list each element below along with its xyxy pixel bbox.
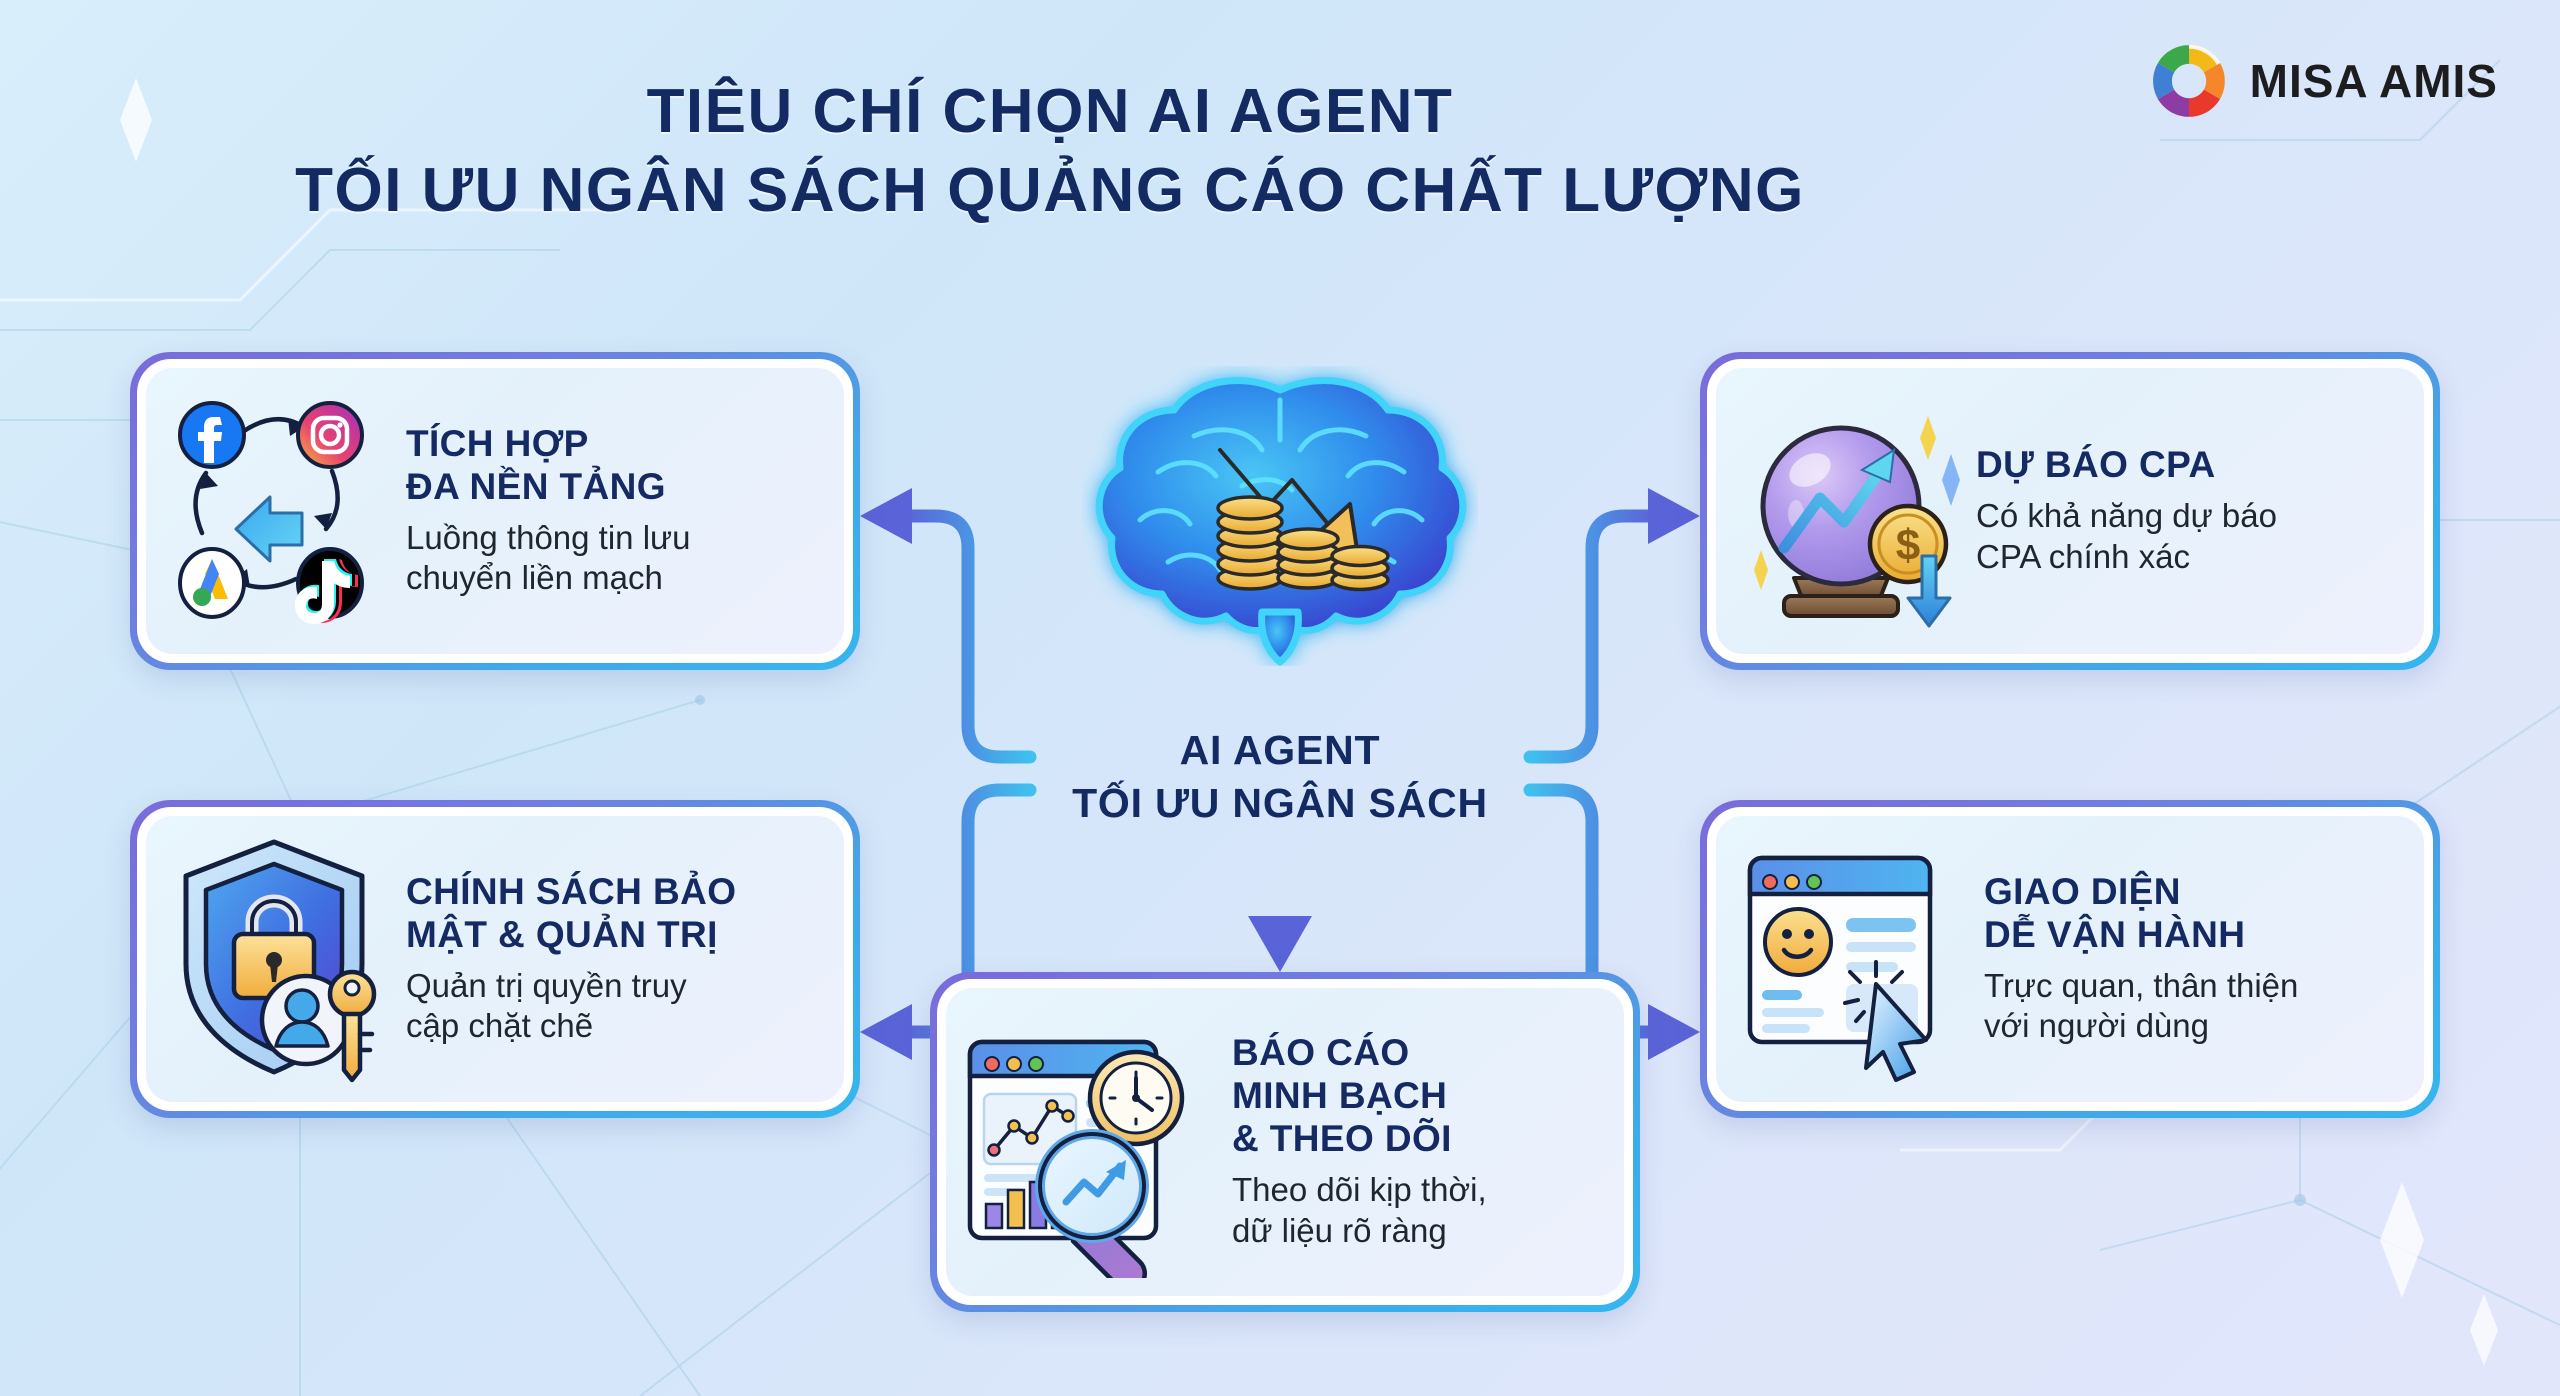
clock-icon <box>1087 1049 1185 1147</box>
card-integration[interactable]: TÍCH HỢP ĐA NỀN TẢNG Luồng thông tin lưu… <box>130 352 860 670</box>
shield-lock-user-key-icon <box>183 839 377 1083</box>
window-control-dots <box>1762 874 1822 890</box>
card-report[interactable]: BÁO CÁO MINH BẠCH & THEO DÕI Theo dõi kị… <box>930 972 1640 1312</box>
tiktok-icon <box>295 547 364 624</box>
center-label-line-2: TỐI ƯU NGÂN SÁCH <box>1072 780 1488 827</box>
window-control-dots <box>984 1056 1044 1072</box>
connector-to-integration <box>860 488 1037 764</box>
crystal-ball-trend-coin-icon: $ <box>1754 416 1960 628</box>
card-inner: TÍCH HỢP ĐA NỀN TẢNG Luồng thông tin lưu… <box>137 359 853 663</box>
card-art <box>166 834 396 1084</box>
card-inner: BÁO CÁO MINH BẠCH & THEO DÕI Theo dõi kị… <box>937 979 1633 1305</box>
crystal-ball-base <box>1782 576 1900 618</box>
down-arrow-icon <box>1906 554 1952 628</box>
center-node-label: AI AGENT TỐI ƯU NGÂN SÁCH <box>1000 724 1560 831</box>
card-title: CHÍNH SÁCH BẢO MẬT & QUẢN TRỊ <box>406 870 737 955</box>
card-interface[interactable]: GIAO DIỆN DỄ VẬN HÀNH Trực quan, thân th… <box>1700 800 2440 1118</box>
card-text: BÁO CÁO MINH BẠCH & THEO DÕI Theo dõi kị… <box>1232 1032 1598 1252</box>
logo-text: MISA AMIS <box>2249 55 2498 107</box>
card-text: CHÍNH SÁCH BẢO MẬT & QUẢN TRỊ Quản trị q… <box>406 871 818 1048</box>
facebook-icon <box>178 401 246 469</box>
card-title: BÁO CÁO MINH BẠCH & THEO DÕI <box>1232 1032 1452 1160</box>
smiley-face-icon <box>1763 907 1833 977</box>
card-desc: Trực quan, thân thiện với người dùng <box>1984 966 2299 1045</box>
center-label-line-1: AI AGENT <box>1179 727 1381 773</box>
card-art <box>166 387 396 635</box>
mouse-cursor-icon <box>1864 982 1928 1082</box>
card-art <box>1736 834 1974 1084</box>
card-art: $ <box>1736 388 1966 634</box>
instagram-icon <box>296 401 364 469</box>
card-face: CHÍNH SÁCH BẢO MẬT & QUẢN TRỊ Quản trị q… <box>146 816 844 1102</box>
content-lines <box>1762 918 1918 1033</box>
google-ads-icon <box>178 547 246 619</box>
card-face: $ DỰ BÁO CPA Có khả năng dự báo CPA chín… <box>1716 368 2424 654</box>
center-brain-node <box>1082 366 1478 671</box>
multi-platform-social-cycle-icon <box>178 401 364 624</box>
card-inner: GIAO DIỆN DỄ VẬN HÀNH Trực quan, thân th… <box>1707 807 2433 1111</box>
title-line-1: TIÊU CHÍ CHỌN AI AGENT <box>646 77 1454 146</box>
dashboard-clock-magnifier-icon <box>967 1039 1185 1278</box>
card-title: TÍCH HỢP ĐA NỀN TẢNG <box>406 422 666 507</box>
connector-to-forecast <box>1523 488 1700 764</box>
card-forecast[interactable]: $ DỰ BÁO CPA Có khả năng dự báo CPA chín… <box>1700 352 2440 670</box>
connector-to-report <box>1248 848 1312 972</box>
card-security[interactable]: CHÍNH SÁCH BẢO MẬT & QUẢN TRỊ Quản trị q… <box>130 800 860 1118</box>
share-arrow-icon <box>234 495 304 563</box>
card-desc: Có khả năng dự báo CPA chính xác <box>1976 497 2277 575</box>
title-line-2: TỐI ƯU NGÂN SÁCH QUẢNG CÁO CHẤT LƯỢNG <box>295 156 1805 226</box>
card-inner: $ DỰ BÁO CPA Có khả năng dự báo CPA chín… <box>1707 359 2433 663</box>
sparkle-icons <box>1754 416 1960 590</box>
card-title: DỰ BÁO CPA <box>1976 444 2216 486</box>
card-desc: Quản trị quyền truy cập chặt chẽ <box>406 966 687 1045</box>
svg-text:$: $ <box>1896 521 1920 570</box>
card-desc: Luồng thông tin lưu chuyển liền mạch <box>406 518 691 597</box>
brand-logo: MISA AMIS <box>2150 42 2498 120</box>
browser-smiley-cursor-icon <box>1747 855 1933 1082</box>
user-avatar-icon <box>259 973 353 1067</box>
card-text: TÍCH HỢP ĐA NỀN TẢNG Luồng thông tin lưu… <box>406 423 818 600</box>
magnifier-icon <box>1035 1129 1149 1278</box>
brain-with-coins-down-arrow-icon <box>1095 377 1467 666</box>
click-burst-icon <box>1843 960 1904 1023</box>
page-title: TIÊU CHÍ CHỌN AI AGENT TỐI ƯU NGÂN SÁCH … <box>0 72 2100 231</box>
card-title: GIAO DIỆN DỄ VẬN HÀNH <box>1984 870 2246 955</box>
key-icon <box>327 969 377 1083</box>
card-art <box>960 1006 1222 1278</box>
card-face: TÍCH HỢP ĐA NỀN TẢNG Luồng thông tin lưu… <box>146 368 844 654</box>
card-face: GIAO DIỆN DỄ VẬN HÀNH Trực quan, thân th… <box>1716 816 2424 1102</box>
card-desc: Theo dõi kịp thời, dữ liệu rõ ràng <box>1232 1170 1487 1249</box>
misa-aperture-swirl-icon <box>2152 44 2225 117</box>
card-face: BÁO CÁO MINH BẠCH & THEO DÕI Theo dõi kị… <box>946 988 1624 1296</box>
card-inner: CHÍNH SÁCH BẢO MẬT & QUẢN TRỊ Quản trị q… <box>137 807 853 1111</box>
card-text: GIAO DIỆN DỄ VẬN HÀNH Trực quan, thân th… <box>1984 871 2398 1048</box>
card-text: DỰ BÁO CPA Có khả năng dự báo CPA chính … <box>1976 444 2398 578</box>
